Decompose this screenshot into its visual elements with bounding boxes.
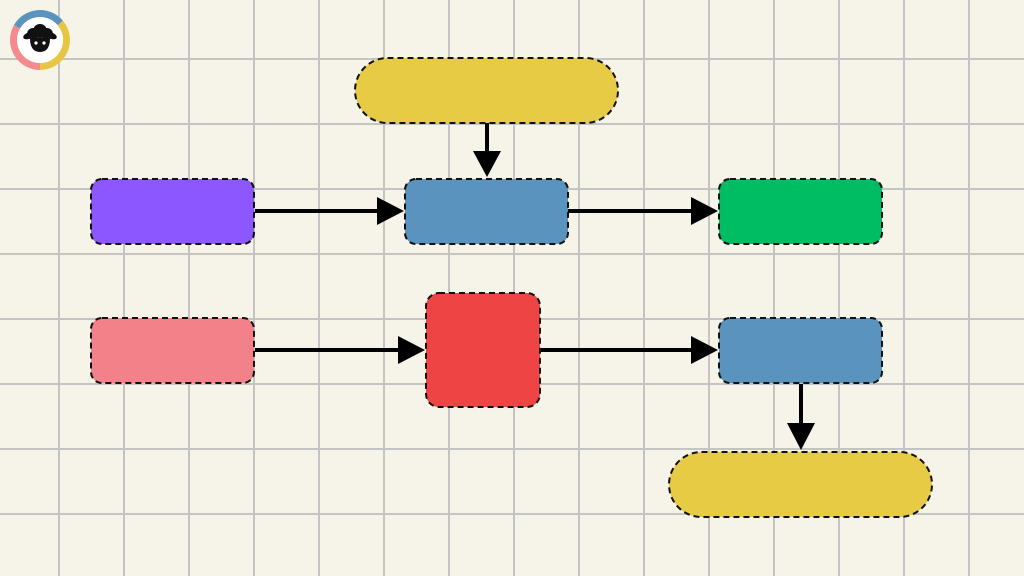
node-top-pill[interactable]: [354, 57, 619, 124]
arrow-right-box-to-bottom-pill: [787, 384, 815, 450]
node-right-blue-box[interactable]: [718, 317, 883, 384]
logo-badge: [10, 10, 70, 70]
arrow-purple-to-center-box: [255, 197, 404, 225]
logo-ring-segment-right: [39, 20, 70, 70]
nodes: [90, 57, 933, 518]
arrow-top-pill-to-center-box: [473, 123, 501, 177]
arrow-center-box-to-green: [568, 197, 718, 225]
node-bottom-pill[interactable]: [668, 451, 933, 518]
node-red-square[interactable]: [425, 292, 541, 408]
logo-ring-segment-left: [10, 25, 41, 70]
arrow-red-to-right-box: [540, 336, 718, 364]
node-pink-box[interactable]: [90, 317, 255, 384]
arrow-pink-to-red: [255, 336, 425, 364]
edges: [255, 123, 815, 450]
node-purple-box[interactable]: [90, 178, 255, 245]
sheep-face-icon: [23, 24, 57, 52]
node-green-box[interactable]: [718, 178, 883, 245]
logo-ring-segment-top: [14, 10, 63, 29]
node-center-blue-box[interactable]: [404, 178, 569, 245]
